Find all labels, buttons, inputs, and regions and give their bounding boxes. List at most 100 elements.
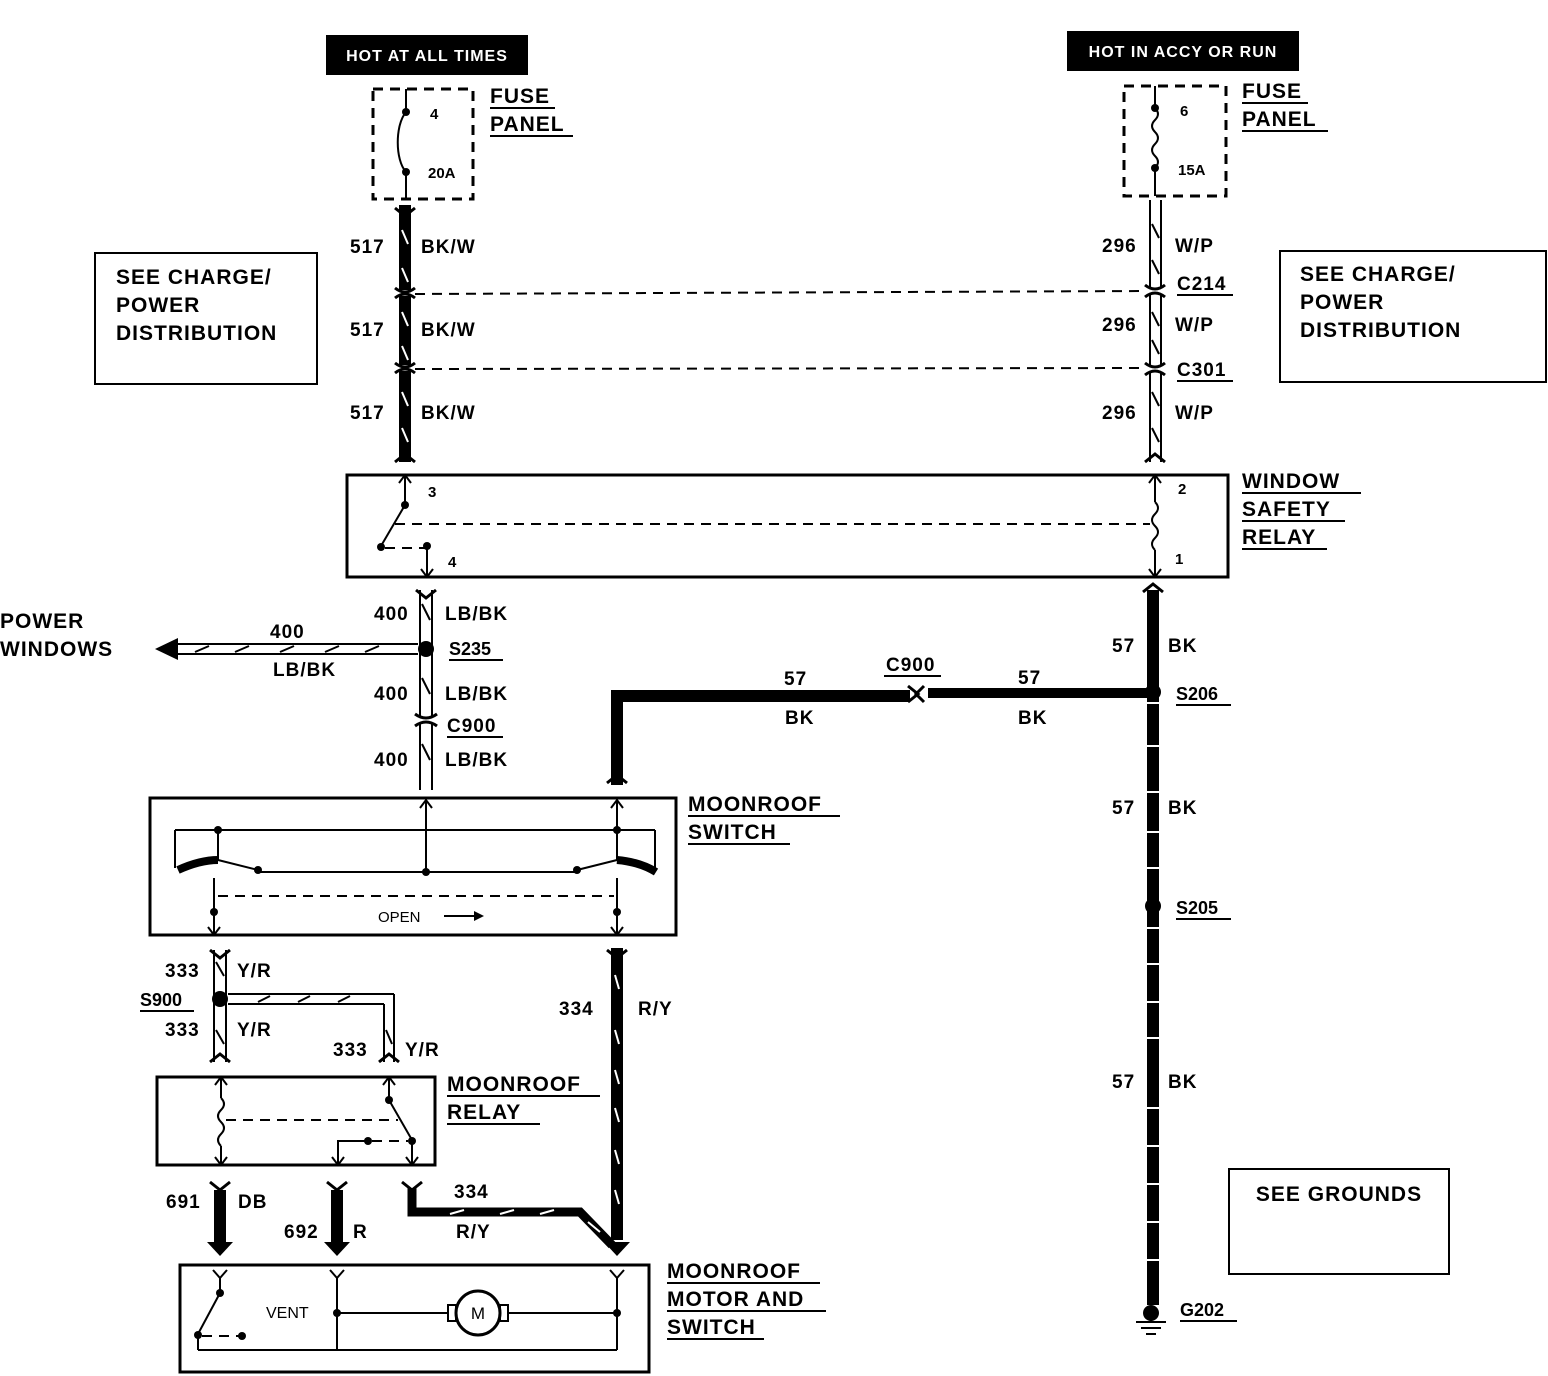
power-windows-l2: WINDOWS xyxy=(0,638,113,661)
relay-pin-3: 3 xyxy=(428,484,436,501)
see-charge-right-l1: SEE CHARGE/ xyxy=(1300,263,1456,286)
motor-label: M xyxy=(471,1304,485,1323)
w57-h2-num: 57 xyxy=(1018,668,1041,689)
w400-c-num: 400 xyxy=(374,750,409,771)
hot-in-accy-text: HOT IN ACCY OR RUN xyxy=(1089,44,1278,61)
moonroof-motor-l1: MOONROOF xyxy=(667,1260,801,1283)
wire-691: 691 DB xyxy=(166,1180,267,1256)
fuse-left-title1: FUSE xyxy=(490,85,550,108)
w400-c-color: LB/BK xyxy=(445,750,508,771)
w296-b-color: W/P xyxy=(1175,315,1214,336)
fuse-right-title2: PANEL xyxy=(1242,108,1317,131)
w692-num: 692 xyxy=(284,1222,319,1243)
moonroof-motor-l2: MOTOR AND xyxy=(667,1288,804,1311)
w296-b-num: 296 xyxy=(1102,315,1137,336)
see-charge-left-l2: POWER xyxy=(116,294,200,317)
w334-b-num: 334 xyxy=(454,1182,489,1203)
c301-link xyxy=(414,367,1146,370)
s900-label: S900 xyxy=(140,990,182,1010)
w333-a-num: 333 xyxy=(165,961,200,982)
fuse-right-rating: 15A xyxy=(1178,162,1206,179)
fuse-right-title1: FUSE xyxy=(1242,80,1302,103)
w400-a-color: LB/BK xyxy=(445,604,508,625)
w57-c-color: BK xyxy=(1168,1072,1197,1093)
see-charge-left-l1: SEE CHARGE/ xyxy=(116,266,272,289)
fuse-right-num: 6 xyxy=(1180,103,1188,120)
c900-right-label: C900 xyxy=(886,655,935,676)
c900-left-label: C900 xyxy=(447,716,496,737)
s900-splice xyxy=(212,991,228,1007)
w692-color: R xyxy=(353,1222,368,1243)
wire-400: S235 400 LB/BK 400 LB/BK 400 LB/BK C900 xyxy=(374,588,508,790)
w691-num: 691 xyxy=(166,1192,201,1213)
see-charge-right-l3: DISTRIBUTION xyxy=(1300,319,1461,342)
w517-a-num: 517 xyxy=(350,237,385,258)
w334-b-color: R/Y xyxy=(456,1222,491,1243)
wire-296: 296 W/P 296 W/P 296 W/P xyxy=(1102,200,1214,464)
moonroof-relay-l1: MOONROOF xyxy=(447,1073,581,1096)
s206-label: S206 xyxy=(1176,684,1218,704)
w333-b-num: 333 xyxy=(165,1020,200,1041)
see-charge-right-l2: POWER xyxy=(1300,291,1384,314)
window-relay-l2: SAFETY xyxy=(1242,498,1331,521)
power-windows-l1: POWER xyxy=(0,610,84,633)
c214-link xyxy=(414,290,1146,295)
power-windows-branch: 400 LB/BK POWER WINDOWS xyxy=(0,610,418,681)
w57-h2-color: BK xyxy=(1018,708,1047,729)
fuse-panel-left: 4 20A FUSE PANEL xyxy=(371,85,573,201)
w296-c-num: 296 xyxy=(1102,403,1137,424)
w400-b-num: 400 xyxy=(374,684,409,705)
w57-h1-color: BK xyxy=(785,708,814,729)
pw-wire-color: LB/BK xyxy=(273,660,336,681)
wire-692: 692 R xyxy=(284,1180,368,1256)
w517-c-num: 517 xyxy=(350,403,385,424)
w333-c-num: 333 xyxy=(333,1040,368,1061)
hot-in-accy-tag: HOT IN ACCY OR RUN xyxy=(1067,31,1299,71)
fuse-left-rating: 20A xyxy=(428,165,456,182)
moonroof-switch-l2: SWITCH xyxy=(688,821,777,844)
window-safety-relay: 3 4 2 1 WINDOW SAFETY RELAY xyxy=(345,470,1361,579)
wire-517: 517 BK/W 517 BK/W 517 BK/W xyxy=(350,205,476,464)
w691-color: DB xyxy=(238,1192,267,1213)
pw-wire-num: 400 xyxy=(270,622,305,643)
moonroof-switch: OPEN MOONROOF SWITCH xyxy=(148,793,840,937)
fuse-panel-right: 6 15A FUSE PANEL xyxy=(1122,80,1328,198)
window-relay-l3: RELAY xyxy=(1242,526,1316,549)
w57-b-num: 57 xyxy=(1112,798,1135,819)
see-charge-left-box: SEE CHARGE/ POWER DISTRIBUTION xyxy=(94,252,318,385)
relay-pin-4: 4 xyxy=(448,554,457,571)
c214-label: C214 xyxy=(1177,274,1226,295)
s235-splice xyxy=(418,641,434,657)
w57-h1-num: 57 xyxy=(784,669,807,690)
w517-c-color: BK/W xyxy=(421,403,476,424)
w57-a-color: BK xyxy=(1168,636,1197,657)
s205-splice xyxy=(1145,898,1161,914)
see-charge-right-box: SEE CHARGE/ POWER DISTRIBUTION xyxy=(1279,250,1547,383)
w333-b-color: Y/R xyxy=(237,1020,272,1041)
wire-334: 334 R/Y 334 R/Y xyxy=(401,948,672,1256)
hot-at-all-times-text: HOT AT ALL TIMES xyxy=(346,48,508,65)
w57-a-num: 57 xyxy=(1112,636,1135,657)
see-grounds-box: SEE GROUNDS xyxy=(1228,1168,1450,1275)
w334-a-num: 334 xyxy=(559,999,594,1020)
vent-label: VENT xyxy=(266,1305,309,1322)
moonroof-switch-l1: MOONROOF xyxy=(688,793,822,816)
see-charge-left-l3: DISTRIBUTION xyxy=(116,322,277,345)
w400-b-color: LB/BK xyxy=(445,684,508,705)
moonroof-motor-l3: SWITCH xyxy=(667,1316,756,1339)
w333-c-color: Y/R xyxy=(405,1040,440,1061)
relay-pin-1: 1 xyxy=(1175,551,1183,568)
wire-333: S900 333 Y/R 333 Y/R 333 Y/R xyxy=(140,948,440,1064)
window-relay-l1: WINDOW xyxy=(1242,470,1340,493)
w517-b-color: BK/W xyxy=(421,320,476,341)
w517-a-color: BK/W xyxy=(421,237,476,258)
s205-label: S205 xyxy=(1176,898,1218,918)
w296-a-num: 296 xyxy=(1102,236,1137,257)
c301-label: C301 xyxy=(1177,360,1226,381)
w296-a-color: W/P xyxy=(1175,236,1214,257)
w400-a-num: 400 xyxy=(374,604,409,625)
ground-g202: G202 xyxy=(1136,1300,1237,1335)
w296-c-color: W/P xyxy=(1175,403,1214,424)
hot-at-all-times-tag: HOT AT ALL TIMES xyxy=(326,35,528,75)
